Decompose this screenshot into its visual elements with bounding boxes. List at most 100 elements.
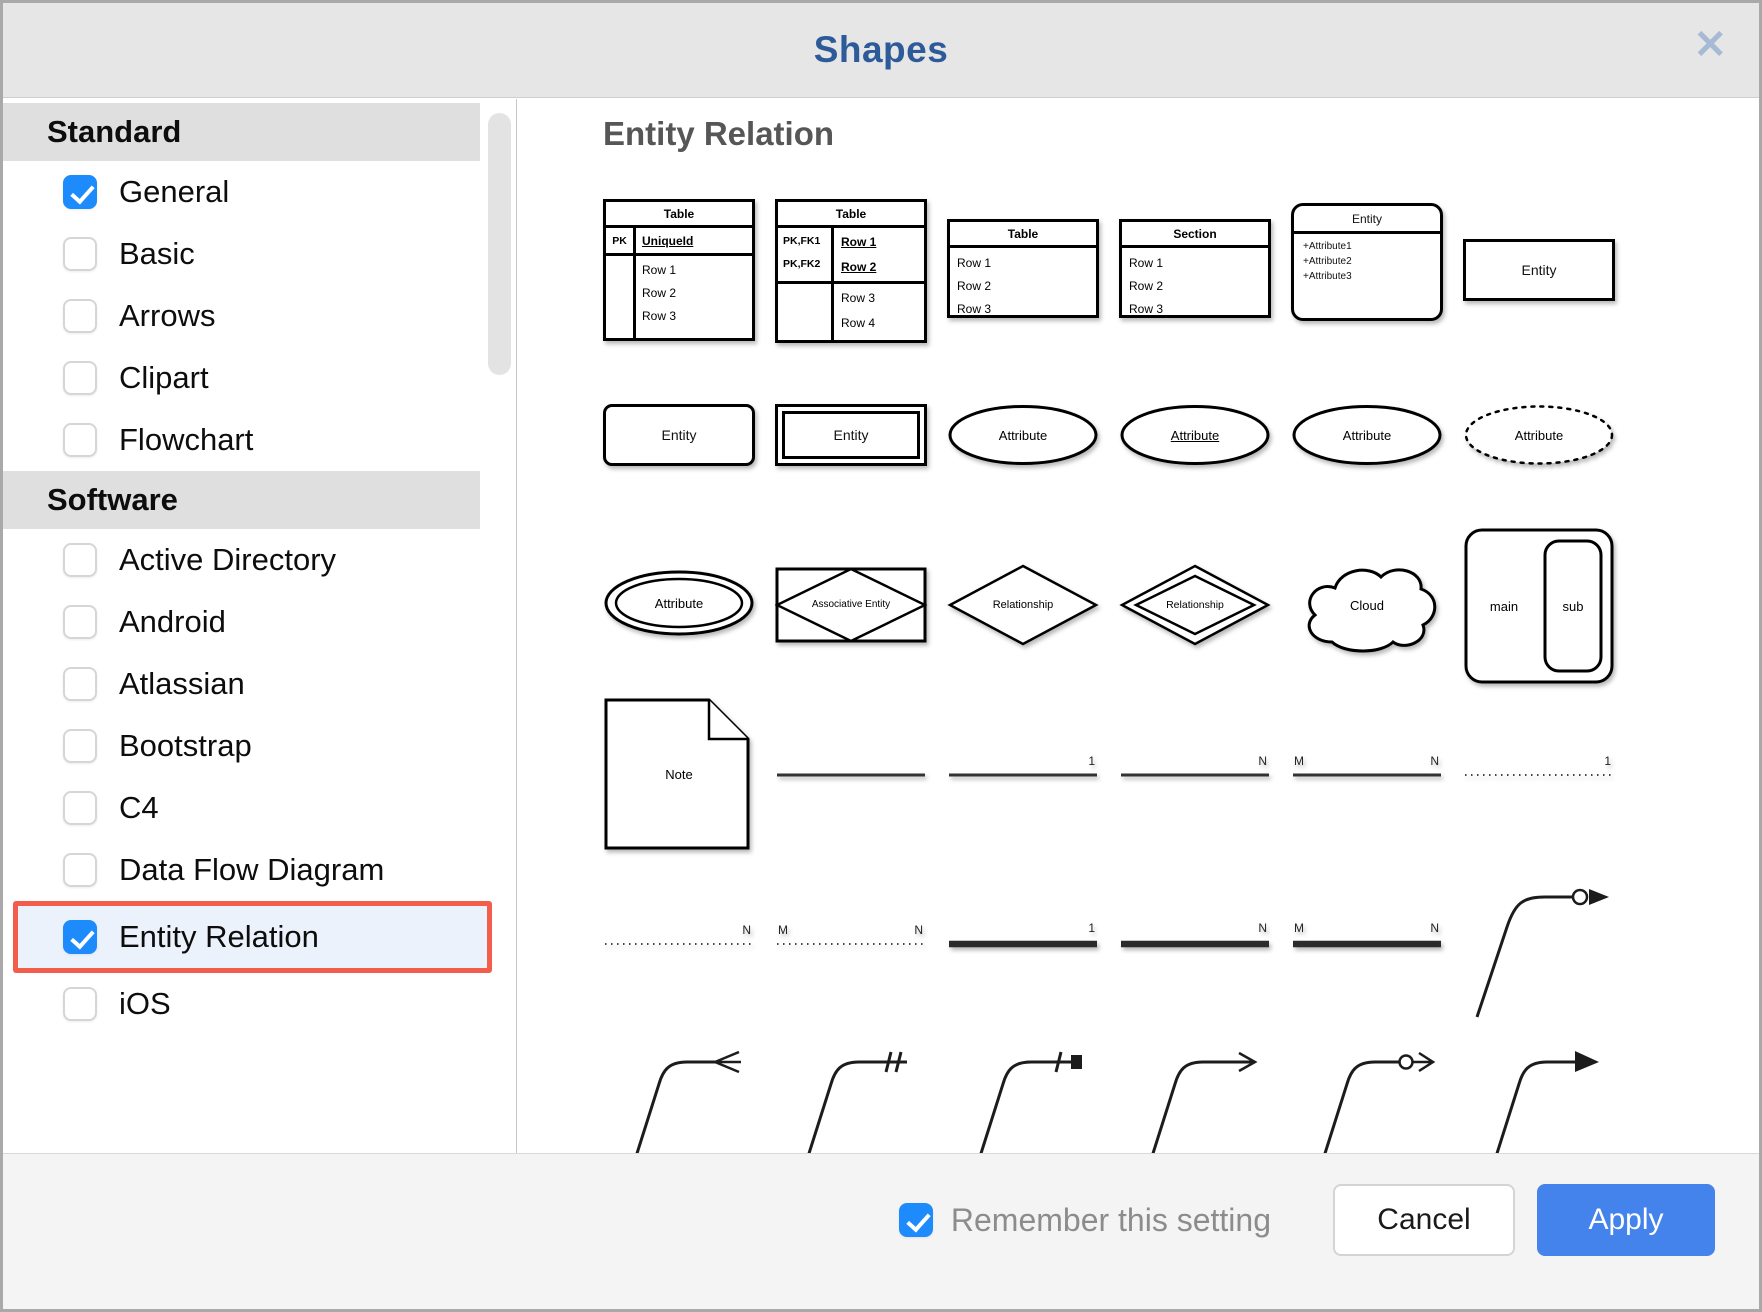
table-title: Table [606, 202, 752, 228]
sidebar-item-bootstrap[interactable]: Bootstrap [3, 715, 516, 777]
pk-cell: PK [606, 228, 636, 253]
sidebar-item-data-flow-diagram[interactable]: Data Flow Diagram [3, 839, 516, 901]
table-row: Row 1 [642, 263, 677, 277]
sidebar-item-android[interactable]: Android [3, 591, 516, 653]
checkbox-checked-icon[interactable] [898, 1203, 933, 1237]
table-row: Row 3 [957, 302, 992, 316]
shape-preview-panel: Entity Relation Table PK UniqueId Row 1 [517, 99, 1759, 1153]
shape-connector-arrow [1119, 1034, 1271, 1153]
shape-connector-exactly-one [775, 1034, 927, 1153]
sidebar-item-flowchart[interactable]: Flowchart [3, 409, 516, 471]
ellipse-icon [1120, 405, 1270, 465]
sidebar-item-label: Arrows [119, 298, 216, 333]
dialog-footer: Remember this setting Cancel Apply [3, 1153, 1759, 1309]
dialog-body: Standard General Basic Arrows Clipart Fl… [3, 99, 1759, 1153]
dialog-title: Shapes [813, 29, 949, 70]
shape-table-simple: Table Row 1 Row 2 Row 3 [947, 199, 1099, 318]
remember-setting-group[interactable]: Remember this setting [898, 1184, 1271, 1256]
checkbox-unchecked-icon[interactable] [63, 423, 97, 457]
checkbox-unchecked-icon[interactable] [63, 667, 97, 701]
cloud-icon [1307, 568, 1437, 653]
shape-link-thick-n: N [1119, 916, 1271, 956]
table-title: Table [778, 202, 924, 228]
ellipse-icon [948, 405, 1098, 465]
sidebar-item-label: Atlassian [119, 666, 245, 701]
shape-row-4: Note 1 N [603, 697, 1615, 851]
checkbox-unchecked-icon[interactable] [63, 853, 97, 887]
sidebar-item-basic[interactable]: Basic [3, 223, 516, 285]
shape-relationship: Relationship [947, 563, 1099, 647]
table-row: Row 2 [957, 279, 992, 293]
sidebar-item-atlassian[interactable]: Atlassian [3, 653, 516, 715]
shape-link-plain [775, 747, 927, 787]
pkfk-cell: PK,FK2 [783, 258, 821, 270]
shape-link-m-n: M N [1291, 747, 1443, 787]
shape-connector-one-mandatory [947, 1034, 1099, 1153]
thick-line-icon: N [1121, 921, 1269, 948]
checkbox-unchecked-icon[interactable] [63, 237, 97, 271]
section-header-software: Software [3, 471, 480, 529]
svg-text:N: N [1258, 754, 1267, 768]
shape-attribute-derived: Attribute [1463, 404, 1615, 466]
table-row: Row 2 [642, 286, 677, 300]
sidebar-item-label: Entity Relation [119, 919, 319, 954]
sidebar-item-c4[interactable]: C4 [3, 777, 516, 839]
sidebar-item-arrows[interactable]: Arrows [3, 285, 516, 347]
svg-text:M: M [1294, 754, 1304, 768]
shape-associative-entity: Associative Entity [775, 567, 927, 643]
shape-link-dashed-n: N [603, 916, 755, 956]
sidebar-scrollbar-thumb[interactable] [488, 113, 511, 375]
sidebar-item-active-directory[interactable]: Active Directory [3, 529, 516, 591]
checkbox-unchecked-icon[interactable] [63, 361, 97, 395]
checkbox-checked-icon[interactable] [63, 175, 97, 209]
thick-line-icon: M N [1293, 921, 1441, 948]
attribute-row: +Attribute3 [1303, 271, 1352, 282]
curved-connector-icon [1151, 1051, 1258, 1153]
svg-text:M: M [778, 923, 788, 937]
shape-link-thick-m-n: M N [1291, 916, 1443, 956]
checkbox-unchecked-icon[interactable] [63, 543, 97, 577]
sidebar-item-label: Basic [119, 236, 195, 271]
shape-section: Section Row 1 Row 2 Row 3 [1119, 199, 1271, 318]
shape-row-3: Attribute Associative Entity Relationshi… [603, 527, 1615, 685]
table-row: Row 1 [957, 256, 992, 270]
sidebar-item-ios[interactable]: iOS [3, 973, 516, 1035]
shape-table-pk: Table PK UniqueId Row 1 Row 2 Row 3 [603, 199, 755, 341]
section-header-standard: Standard [3, 103, 480, 161]
sidebar-item-clipart[interactable]: Clipart [3, 347, 516, 409]
shape-library-sidebar: Standard General Basic Arrows Clipart Fl… [3, 99, 517, 1153]
thick-line-icon: 1 [949, 921, 1097, 948]
shape-note: Note [603, 697, 755, 851]
shape-connector-zero-many [1463, 869, 1615, 1021]
shape-link-dashed-one: 1 [1463, 747, 1615, 787]
checkbox-unchecked-icon[interactable] [63, 729, 97, 763]
preview-heading: Entity Relation [603, 115, 835, 152]
remember-setting-label: Remember this setting [950, 1201, 1271, 1238]
cancel-button[interactable]: Cancel [1333, 1184, 1515, 1256]
checkbox-unchecked-icon[interactable] [63, 987, 97, 1021]
sidebar-item-label: Clipart [119, 360, 209, 395]
shape-entity-double: Entity [775, 404, 927, 466]
section-title: Section [1122, 222, 1268, 248]
shape-entity-attributes: Entity +Attribute1 +Attribute2 +Attribut… [1291, 199, 1443, 321]
table-row: Row 1 [841, 235, 877, 249]
shape-row-6 [603, 1034, 1615, 1153]
shape-link-n: N [1119, 747, 1271, 787]
checkbox-unchecked-icon[interactable] [63, 299, 97, 333]
table-row: Row 4 [841, 316, 876, 330]
checkbox-checked-icon[interactable] [63, 920, 97, 954]
sidebar-item-general[interactable]: General [3, 161, 516, 223]
checkbox-unchecked-icon[interactable] [63, 791, 97, 825]
svg-text:N: N [914, 923, 923, 937]
close-icon[interactable]: ✕ [1693, 23, 1727, 67]
sidebar-item-entity-relation[interactable]: Entity Relation [13, 901, 492, 973]
diamond-icon [947, 564, 1099, 646]
shape-entity-plain: Entity [1463, 199, 1615, 301]
line-icon: N [1121, 754, 1269, 777]
shape-table-pkfk: Table PK,FK1 PK,FK2 Row 1 Row 2 [775, 199, 927, 343]
line-icon: M N [1293, 754, 1441, 777]
curved-connector-icon [635, 1050, 741, 1153]
table-row: Row 3 [642, 309, 677, 323]
apply-button[interactable]: Apply [1537, 1184, 1715, 1256]
checkbox-unchecked-icon[interactable] [63, 605, 97, 639]
